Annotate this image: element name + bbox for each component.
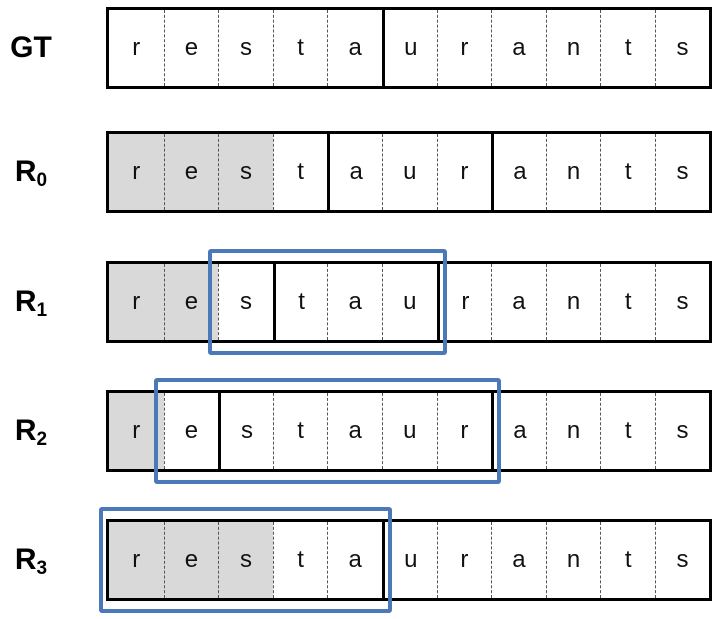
character-cell: r [109, 264, 164, 340]
row-label-text: R [14, 285, 37, 318]
character-cell: r [109, 522, 164, 598]
character-cell: u [382, 522, 437, 598]
character-cell: r [436, 134, 492, 210]
row-label-r0: R0 [0, 155, 62, 191]
character-cell: s [655, 134, 709, 210]
character-cell: a [327, 10, 382, 86]
character-cell: a [491, 393, 546, 469]
character-cell: e [163, 264, 219, 340]
character-cell: e [163, 522, 219, 598]
character-cell: e [163, 10, 219, 86]
character-cell: e [163, 393, 219, 469]
character-cell: a [491, 522, 546, 598]
character-cell: a [327, 264, 382, 340]
character-cell: r [132, 34, 141, 61]
character-cell: t [600, 264, 655, 340]
character-cell: t [272, 522, 328, 598]
character-cell: u [382, 134, 437, 210]
row-label-subscript: 2 [36, 429, 48, 450]
character-cell: u [382, 10, 437, 86]
row-label-r3: R3 [0, 543, 62, 579]
character-cell: r [436, 10, 492, 86]
character-cell: n [545, 264, 601, 340]
character-cell: a [491, 10, 546, 86]
character-cell: n [545, 134, 601, 210]
character-cell: t [272, 10, 328, 86]
row-label-r2: R2 [0, 414, 62, 450]
character-cell: t [600, 522, 655, 598]
character-cell: a [327, 134, 382, 210]
character-cell: a [491, 134, 546, 210]
row-label-subscript: 3 [36, 558, 48, 579]
character-cell: a [491, 264, 546, 340]
character-cell: s [218, 264, 273, 340]
character-cell: a [327, 522, 382, 598]
row-label-text: R [14, 543, 37, 576]
character-cell: n [545, 522, 601, 598]
row-label-subscript: 0 [36, 170, 48, 191]
character-cell: t [600, 10, 655, 86]
character-cell: s [218, 522, 273, 598]
row-label-subscript: 1 [36, 300, 48, 321]
character-cell: s [218, 10, 273, 86]
character-cell: t [272, 134, 328, 210]
character-cell: r [109, 134, 164, 210]
character-cell: s [655, 393, 709, 469]
character-cell: t [272, 393, 328, 469]
character-cell: r [109, 393, 164, 469]
character-cell: t [600, 393, 655, 469]
character-cell: e [163, 134, 219, 210]
character-cell: r [436, 522, 492, 598]
character-cell: a [327, 393, 382, 469]
character-cell: s [218, 134, 273, 210]
row-label-r1: R1 [0, 285, 62, 321]
row-label-text: GT [10, 31, 52, 64]
character-cell: s [655, 522, 709, 598]
character-cell: s [218, 393, 273, 469]
character-cell: u [382, 264, 437, 340]
character-cell: r [436, 264, 492, 340]
character-cell: u [382, 393, 437, 469]
character-cell: t [272, 264, 328, 340]
character-cell: s [655, 264, 709, 340]
character-cell: n [545, 10, 601, 86]
row-label-text: R [14, 414, 37, 447]
character-cell: t [600, 134, 655, 210]
character-cell: s [655, 10, 709, 86]
row-label-gt: GT [0, 33, 62, 63]
character-cell: n [545, 393, 601, 469]
row-label-text: R [14, 155, 37, 188]
character-cell: r [436, 393, 492, 469]
